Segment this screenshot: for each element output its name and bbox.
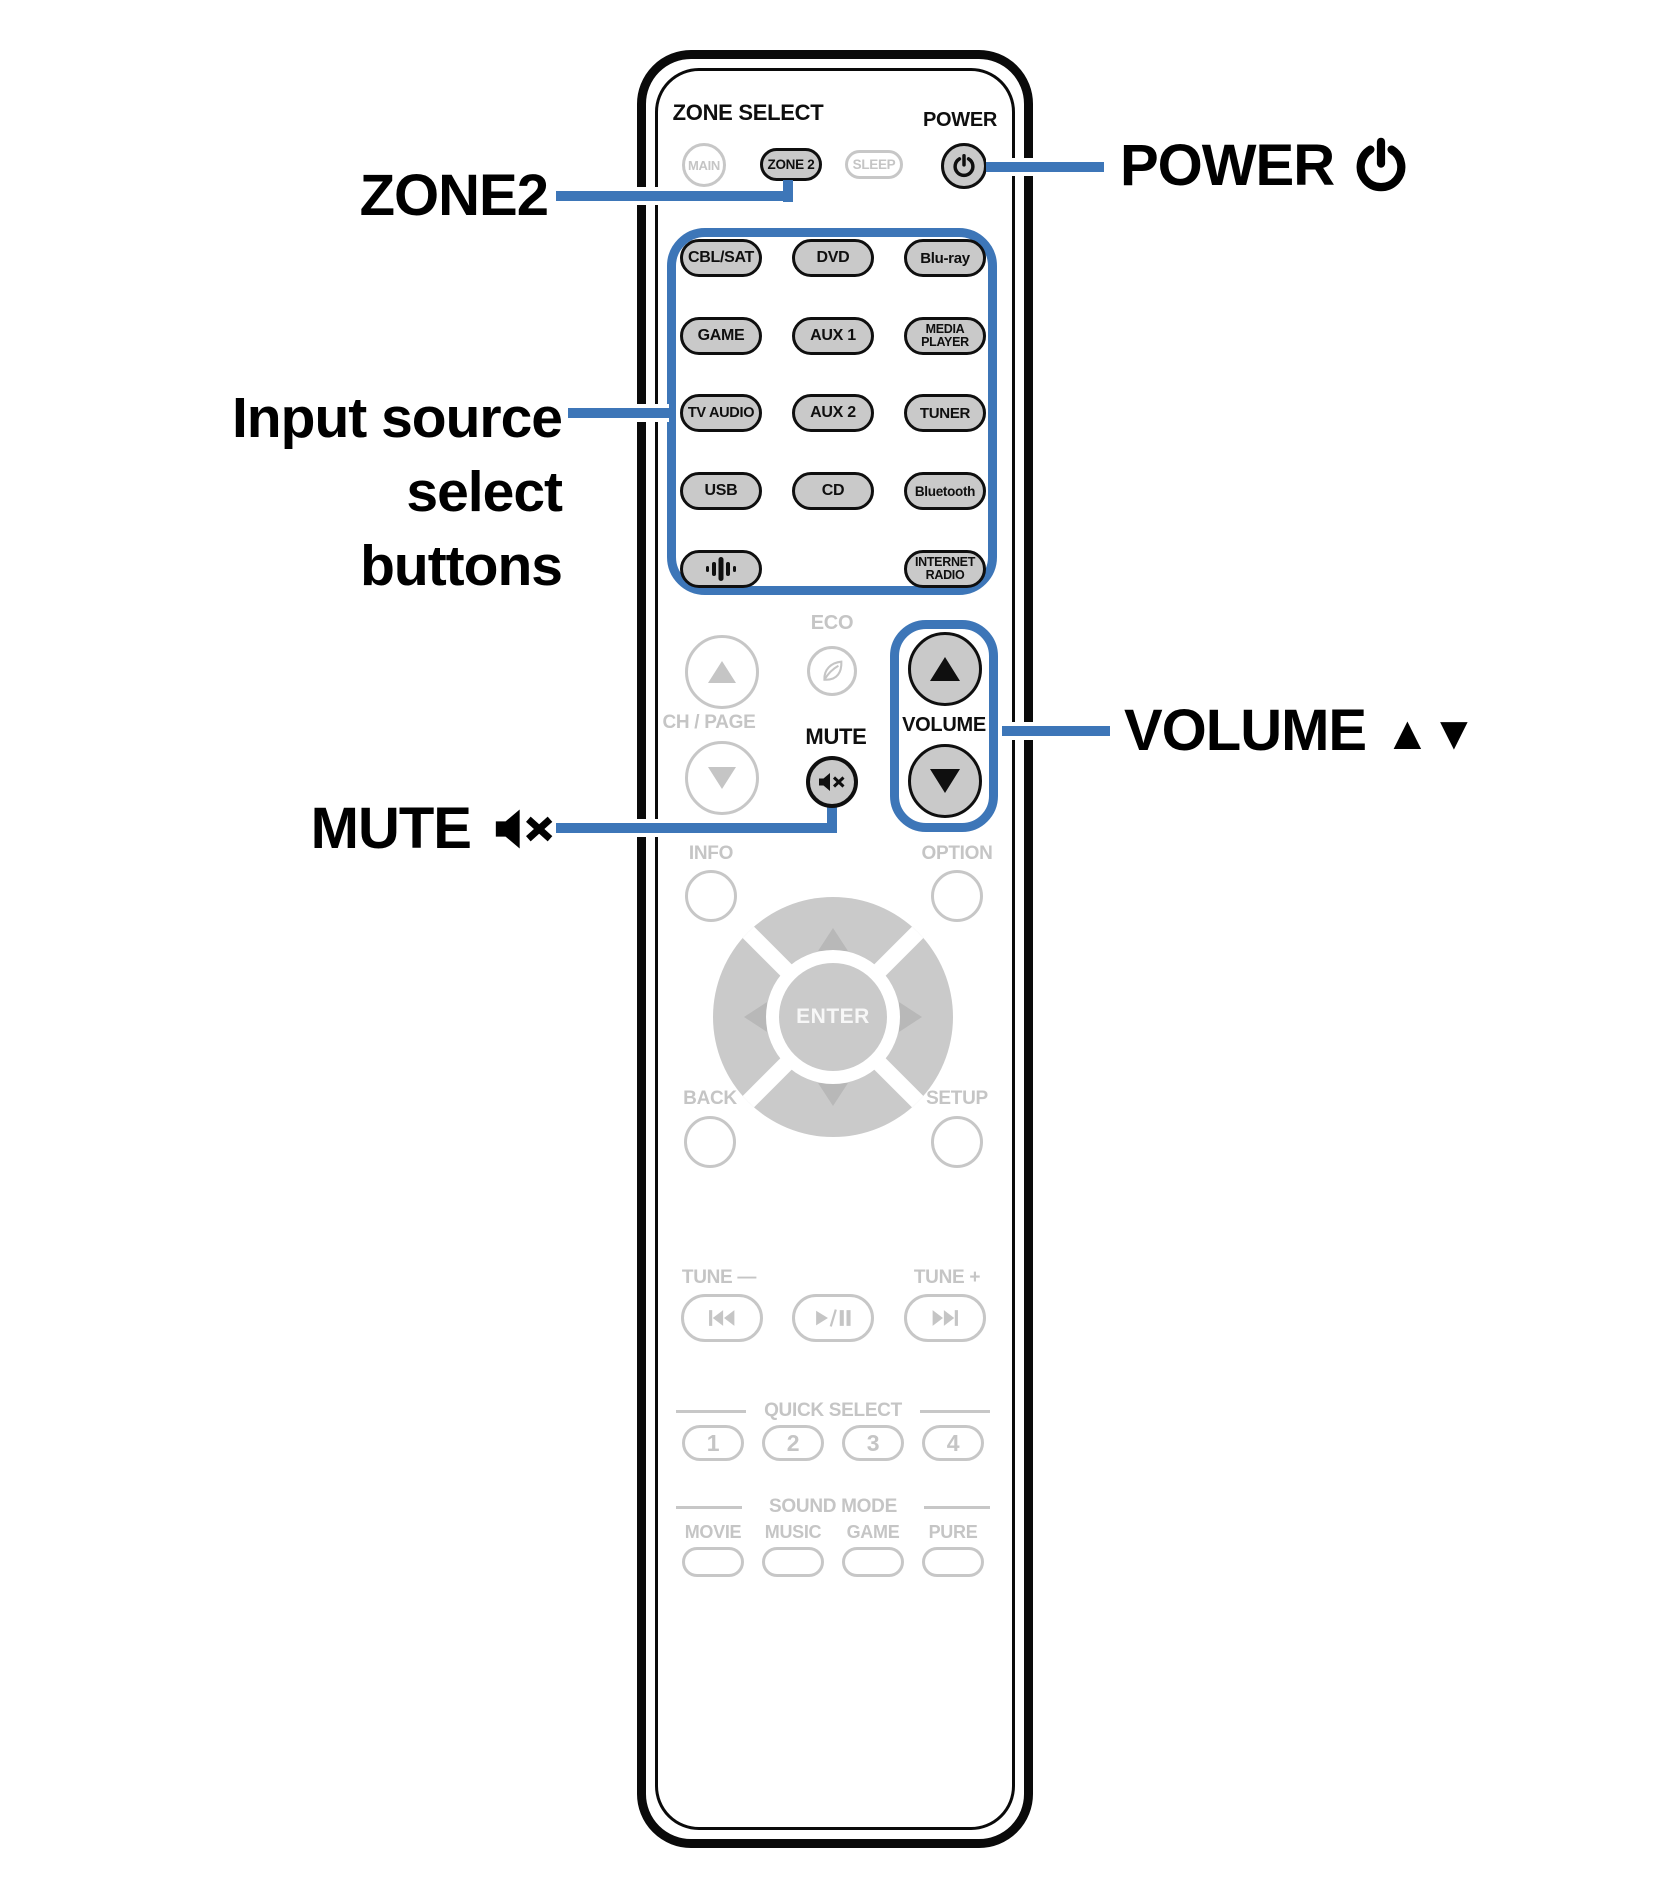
quick-select-label: QUICK SELECT — [764, 1400, 902, 1421]
setup-label: SETUP — [926, 1088, 988, 1109]
triangle-up-icon — [930, 657, 960, 681]
triangle-left-icon — [744, 1002, 767, 1032]
input-source-callout-line — [568, 404, 669, 422]
power-icon — [951, 153, 977, 179]
volume-up-button[interactable] — [908, 632, 982, 706]
skip-forward-button[interactable] — [904, 1294, 986, 1342]
triangle-right-icon — [899, 1002, 922, 1032]
sound-mode-music-button[interactable] — [762, 1547, 824, 1577]
eco-label: ECO — [810, 612, 854, 634]
input-button-media-player[interactable]: MEDIA PLAYER — [904, 317, 986, 355]
heos-sound-bars-icon — [703, 555, 739, 583]
info-label: INFO — [688, 843, 734, 864]
input-source-callout-box — [667, 228, 997, 595]
setup-button[interactable] — [931, 1116, 983, 1168]
sound-mode-label: SOUND MODE — [769, 1496, 897, 1517]
remote-control-inner-outline — [655, 68, 1015, 1830]
leaf-icon — [818, 657, 846, 685]
play-pause-icon — [809, 1309, 857, 1327]
enter-button[interactable]: ENTER — [779, 963, 887, 1071]
sound-mode-movie-label: MOVIE — [684, 1522, 742, 1542]
mute-callout-line-vertical — [827, 804, 837, 833]
mute-speaker-x-icon — [817, 770, 847, 794]
quick-select-dash-right — [920, 1410, 990, 1413]
tune-minus-label: TUNE — — [681, 1267, 757, 1288]
tune-plus-label: TUNE + — [913, 1267, 981, 1288]
back-label: BACK — [683, 1088, 737, 1109]
back-button[interactable] — [684, 1116, 736, 1168]
skip-forward-icon — [926, 1309, 964, 1327]
play-pause-button[interactable] — [792, 1294, 874, 1342]
triangle-down-icon — [818, 1083, 848, 1106]
cursor-pad[interactable]: ENTER — [713, 897, 953, 1137]
sound-mode-pure-button[interactable] — [922, 1547, 984, 1577]
zone2-button[interactable]: ZONE 2 — [760, 148, 822, 181]
input-button-cd[interactable]: CD — [792, 472, 874, 510]
volume-up-down-arrows-icon: ▲▼ — [1384, 706, 1478, 759]
sound-mode-game-button[interactable] — [842, 1547, 904, 1577]
mute-callout-line — [556, 819, 837, 837]
sound-mode-movie-button[interactable] — [682, 1547, 744, 1577]
power-label: POWER — [922, 109, 998, 131]
triangle-up-icon — [818, 928, 848, 951]
mute-callout-label: MUTE — [311, 795, 557, 862]
channel-page-up-button[interactable] — [685, 635, 759, 709]
sound-mode-game-label: GAME — [846, 1522, 900, 1542]
zone2-callout-line-vertical — [783, 180, 793, 202]
zone2-callout-label: ZONE2 — [359, 163, 549, 228]
sound-mode-dash-left — [676, 1506, 742, 1509]
volume-callout-box — [890, 620, 998, 832]
main-button[interactable]: MAIN — [682, 143, 726, 187]
power-callout-label: POWER — [1120, 132, 1410, 199]
skip-back-icon — [703, 1309, 741, 1327]
input-button-aux1[interactable]: AUX 1 — [792, 317, 874, 355]
mute-speaker-x-icon — [491, 803, 557, 855]
input-button-dvd[interactable]: DVD — [792, 239, 874, 277]
quick-select-2-button[interactable]: 2 — [762, 1425, 824, 1461]
triangle-up-icon — [708, 661, 736, 683]
quick-select-1-button[interactable]: 1 — [682, 1425, 744, 1461]
power-button[interactable] — [941, 143, 987, 189]
input-button-cbl-sat[interactable]: CBL/SAT — [680, 239, 762, 277]
quick-select-dash-left — [676, 1410, 746, 1413]
input-button-blu-ray[interactable]: Blu-ray — [904, 239, 986, 277]
option-button[interactable] — [931, 870, 983, 922]
option-label: OPTION — [921, 843, 993, 864]
zone-select-label: ZONE SELECT — [672, 100, 824, 125]
input-button-heos[interactable] — [680, 550, 762, 588]
triangle-down-icon — [708, 767, 736, 789]
volume-callout-label: VOLUME ▲▼ — [1124, 698, 1478, 763]
volume-callout-line — [1002, 722, 1110, 740]
input-button-aux2[interactable]: AUX 2 — [792, 394, 874, 432]
input-button-bluetooth[interactable]: Bluetooth — [904, 472, 986, 510]
input-source-callout-label: Input source select buttons — [231, 386, 563, 598]
power-callout-line — [986, 158, 1104, 176]
ch-page-label: CH / PAGE — [662, 712, 756, 733]
sleep-button[interactable]: SLEEP — [845, 150, 903, 179]
sound-mode-music-label: MUSIC — [764, 1522, 822, 1542]
zone2-callout-line — [556, 187, 793, 205]
mute-button[interactable] — [806, 756, 858, 808]
triangle-down-icon — [930, 769, 960, 793]
eco-button[interactable] — [807, 646, 857, 696]
input-button-internet-radio[interactable]: INTERNET RADIO — [904, 550, 986, 588]
volume-down-button[interactable] — [908, 744, 982, 818]
channel-page-down-button[interactable] — [685, 741, 759, 815]
quick-select-3-button[interactable]: 3 — [842, 1425, 904, 1461]
quick-select-4-button[interactable]: 4 — [922, 1425, 984, 1461]
sound-mode-dash-right — [924, 1506, 990, 1509]
input-button-tuner[interactable]: TUNER — [904, 394, 986, 432]
volume-label: VOLUME — [902, 714, 986, 736]
input-button-game[interactable]: GAME — [680, 317, 762, 355]
sound-mode-pure-label: PURE — [928, 1522, 978, 1542]
input-button-tv-audio[interactable]: TV AUDIO — [680, 394, 762, 432]
skip-back-button[interactable] — [681, 1294, 763, 1342]
info-button[interactable] — [685, 870, 737, 922]
power-icon — [1352, 137, 1410, 195]
input-button-usb[interactable]: USB — [680, 472, 762, 510]
mute-label: MUTE — [805, 724, 867, 749]
